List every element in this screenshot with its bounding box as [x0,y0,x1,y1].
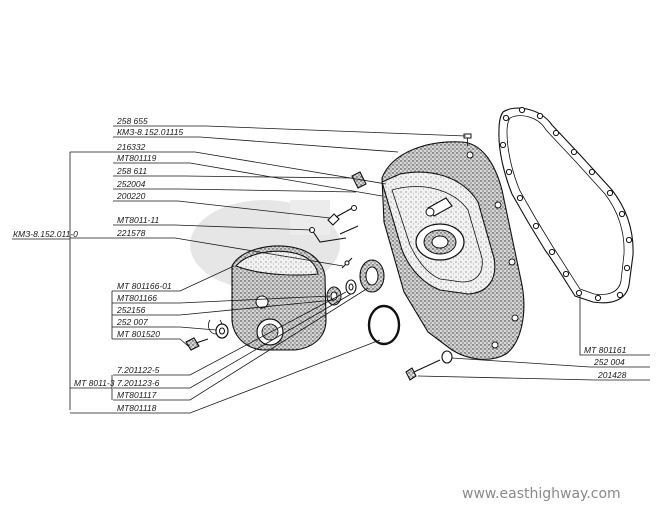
top-callouts: 258 655 КМЗ-8.152.01115 216332 МТ801119 … [116,116,183,238]
callout-label: МТ801117 [117,390,157,400]
callout-label: 258 611 [116,166,147,176]
bolt-201428 [405,359,441,381]
assembly-label-left: КМЗ-8.152.011-0 [13,229,78,239]
lever-rod [309,225,359,243]
main-cover [381,141,525,360]
bolt-200220 [327,205,357,226]
small-cover-hole [255,295,269,309]
gasket-bolt-holes [499,106,633,302]
callout-label: 252 007 [116,317,148,327]
callout-label: 200220 [116,191,146,201]
callout-label: 258 655 [116,116,148,126]
leader-lines [12,125,650,414]
gasket-ring [367,304,401,346]
washer-small-cover [215,323,229,339]
callout-label: МТ 801161 [584,345,627,355]
callout-label: 252004 [116,179,146,189]
assembly-label-bottom: МТ 8011-3 [74,378,115,388]
washer-a [345,279,357,295]
callout-label: МТ801166 [117,293,157,303]
bushing [351,171,367,189]
callout-label: 7.201123-6 [117,378,160,388]
callout-label: МТ 801520 [117,329,160,339]
callout-label: МТ801118 [117,403,157,413]
callout-label: 7.201122-5 [117,365,160,375]
callout-label: 216332 [116,142,146,152]
callout-label: 252 004 [593,357,625,367]
washer-252004 [441,350,453,364]
seal-ring [359,259,385,293]
cover-shift-lever [425,197,453,217]
cover-gasket [498,106,634,304]
watermark-text: www.easthighway.com [462,486,621,502]
callout-label: МТ801119 [117,153,157,163]
right-callouts: МТ 801161 252 004 201428 [584,345,627,380]
cover-bearing-seat [415,223,465,261]
callout-label: 221578 [116,228,146,238]
bolt-small-cover [185,337,209,351]
middle-callouts: МТ 801166-01 МТ801166 252156 252 007 МТ … [116,281,172,339]
callout-label: 201428 [597,370,627,380]
callout-label: МТ8011-11 [117,215,159,225]
stud-221578 [341,257,353,269]
callout-label: 252156 [116,305,146,315]
callout-label: КМЗ-8.152.01115 [117,127,183,137]
bottom-callouts: 7.201122-5 7.201123-6 МТ801117 МТ801118 [117,365,160,413]
cover-mounting-bosses [466,151,519,349]
callout-label: МТ 801166-01 [117,281,172,291]
